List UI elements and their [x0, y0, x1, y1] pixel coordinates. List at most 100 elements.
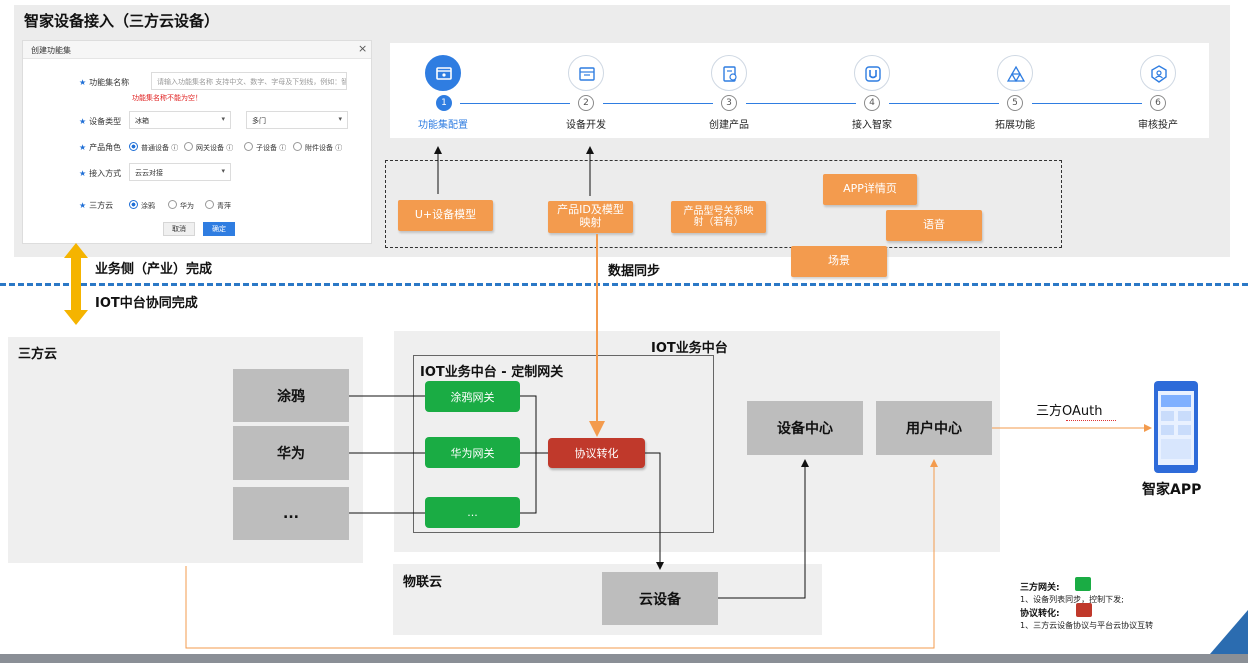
close-icon[interactable]: × — [358, 42, 368, 55]
app-label: 智家APP — [1142, 482, 1202, 498]
type-select[interactable]: 冰箱▾ — [129, 111, 231, 129]
other-cloud-box: ... — [233, 487, 349, 540]
gateway-bus — [520, 395, 537, 514]
cloud-radio-qingping[interactable]: 青萍 — [205, 200, 231, 211]
monitor-icon[interactable] — [425, 55, 461, 91]
step-number: 1 — [436, 95, 452, 111]
gateway-frame-title: IOT业务中台 - 定制网关 — [420, 365, 564, 380]
bottom-bar — [0, 654, 1248, 663]
access-label: ★接入方式 — [79, 169, 122, 178]
phone-tile — [1161, 411, 1174, 421]
phone-banner — [1161, 395, 1191, 407]
name-input[interactable]: 请输入功能集名称 支持中文、数字、字母及下划线，例如：智能洗衣机 — [151, 72, 347, 90]
step-number: 3 — [721, 95, 737, 111]
divider-line — [0, 283, 1248, 286]
chevron-down-icon: ▾ — [221, 115, 225, 123]
document-icon[interactable] — [711, 55, 747, 91]
app-detail-box: APP详情页 — [823, 174, 917, 205]
role-radio-gateway[interactable]: 网关设备 ⓘ — [184, 142, 233, 153]
third-cloud-title: 三方云 — [18, 347, 58, 362]
voice-box: 语音 — [886, 210, 982, 241]
step-connector — [1032, 103, 1142, 104]
step-connector — [603, 103, 713, 104]
dialog-title: 创建功能集 — [31, 46, 71, 55]
mapping-dashed-box — [385, 160, 1062, 248]
shield-icon[interactable] — [1140, 55, 1176, 91]
confirm-button[interactable]: 确定 — [203, 222, 235, 236]
step-label[interactable]: 功能集配置 — [418, 120, 468, 131]
step-connector — [746, 103, 856, 104]
product-model-mapping-box: 产品型号关系映射（若有） — [671, 201, 766, 233]
cloud-radio-huawei[interactable]: 华为 — [168, 200, 194, 211]
legend-red-swatch — [1076, 603, 1092, 617]
arrow-to-device-center — [718, 459, 809, 599]
create-feature-set-dialog: 创建功能集 × ★功能集名称 请输入功能集名称 支持中文、数字、字母及下划线，例… — [22, 40, 372, 244]
step-label[interactable]: 拓展功能 — [995, 120, 1035, 131]
device-center-box: 设备中心 — [747, 401, 863, 455]
legend-gateway-desc: 1、设备列表同步，控制下发; — [1020, 595, 1124, 604]
step-label[interactable]: 设备开发 — [566, 120, 606, 131]
business-side-label: 业务侧（产业）完成 — [95, 262, 213, 277]
legend-protocol-desc: 1、三方云设备协议与平台云协议互转 — [1020, 621, 1154, 630]
triangles-icon[interactable] — [997, 55, 1033, 91]
role-radio-attachment[interactable]: 附件设备 ⓘ — [293, 142, 342, 153]
arrow-to-cloud-device — [645, 452, 664, 570]
step-connector — [460, 103, 570, 104]
oauth-path-line — [185, 459, 938, 649]
iot-platform-title: IOT业务中台 — [651, 341, 728, 356]
role-radio-sub[interactable]: 子设备 ⓘ — [244, 142, 286, 153]
huawei-cloud-box: 华为 — [233, 426, 349, 480]
access-select[interactable]: 云云对接▾ — [129, 163, 231, 181]
scene-box: 场景 — [791, 246, 887, 277]
step-number: 2 — [578, 95, 594, 111]
spellcheck-underline — [1066, 418, 1116, 421]
subtype-select[interactable]: 多门▾ — [246, 111, 348, 129]
phone-list — [1161, 439, 1191, 459]
step-number: 5 — [1007, 95, 1023, 111]
u-logo-icon[interactable] — [854, 55, 890, 91]
dialog-header: 创建功能集 × — [23, 41, 371, 59]
step-label[interactable]: 创建产品 — [709, 120, 749, 131]
step-label[interactable]: 接入智家 — [852, 120, 892, 131]
step-number: 6 — [1150, 95, 1166, 111]
legend-gateway-title: 三方网关: — [1020, 583, 1060, 593]
app-phone-icon — [1154, 381, 1198, 473]
product-id-mapping-box: 产品ID及模型映射 — [548, 201, 633, 233]
phone-screen — [1158, 391, 1194, 465]
device-model-box: U+设备模型 — [398, 200, 493, 231]
huawei-gateway: 华为网关 — [425, 437, 520, 468]
tuya-cloud-box: 涂鸦 — [233, 369, 349, 422]
legend-protocol-title: 协议转化: — [1020, 609, 1060, 619]
step-number: 4 — [864, 95, 880, 111]
type-label: ★设备类型 — [79, 117, 122, 126]
double-arrow-icon — [64, 243, 88, 325]
legend-green-swatch — [1075, 577, 1091, 591]
steps-wizard — [390, 43, 1209, 138]
calendar-icon[interactable] — [568, 55, 604, 91]
wulian-cloud-title: 物联云 — [403, 575, 443, 590]
step-connector — [889, 103, 999, 104]
phone-tile — [1178, 411, 1191, 421]
chevron-down-icon: ▾ — [338, 115, 342, 123]
cloud-label: ★三方云 — [79, 201, 114, 210]
cloud-device-box: 云设备 — [602, 572, 718, 625]
name-error: 功能集名称不能为空！ — [132, 94, 202, 102]
iot-side-label: IOT中台协同完成 — [95, 296, 198, 311]
role-radio-normal[interactable]: 普通设备 ⓘ — [129, 142, 178, 153]
phone-tile — [1161, 425, 1174, 435]
role-label: ★产品角色 — [79, 143, 122, 152]
corner-decoration — [1210, 610, 1248, 654]
phone-tile — [1178, 425, 1191, 435]
cloud-radio-tuya[interactable]: 涂鸦 — [129, 200, 155, 211]
gateway-frame — [413, 355, 714, 533]
cancel-button[interactable]: 取消 — [163, 222, 195, 236]
oauth-label: 三方OAuth — [1036, 404, 1103, 419]
tuya-gateway: 涂鸦网关 — [425, 381, 520, 412]
data-sync-label: 数据同步 — [608, 264, 661, 279]
user-center-box: 用户中心 — [876, 401, 992, 455]
step-label[interactable]: 审核投产 — [1138, 120, 1178, 131]
page-title: 智家设备接入（三方云设备） — [24, 12, 220, 30]
other-gateway: ... — [425, 497, 520, 528]
chevron-down-icon: ▾ — [221, 167, 225, 175]
